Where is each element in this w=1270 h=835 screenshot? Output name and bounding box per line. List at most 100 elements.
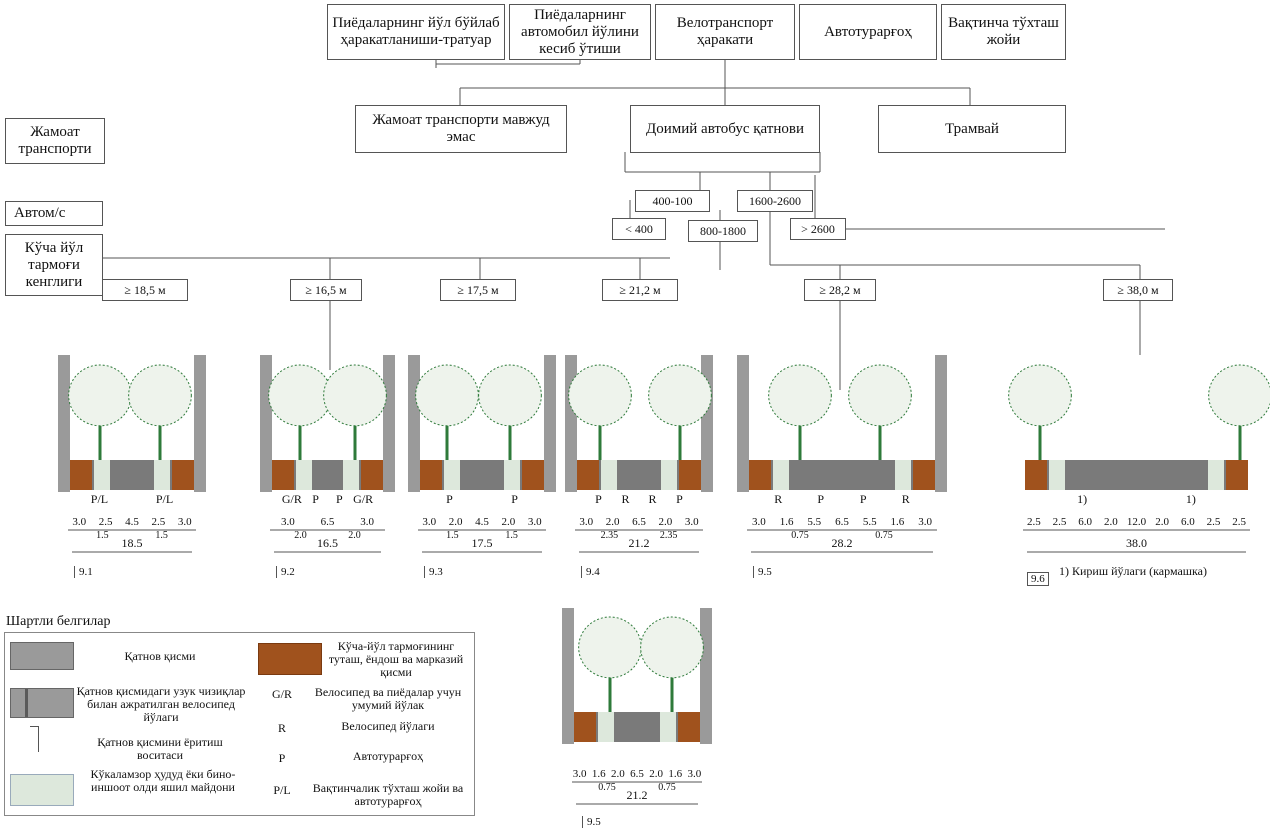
- section-4-mark-3: R: [648, 492, 657, 506]
- section-5-dim-4: 6.5: [835, 516, 849, 528]
- width-38-0: ≥ 38,0 м: [1103, 279, 1173, 301]
- legend-swatch-roadway: [10, 642, 74, 670]
- section-4-mark-4: P: [676, 492, 683, 506]
- section-3-dim-4: 2.0: [501, 516, 516, 528]
- section-7-tree-2-crown: [640, 616, 704, 679]
- section-5-tree-1-crown: [768, 364, 832, 427]
- section-5-dim-3: 5.5: [807, 516, 822, 528]
- section-1-green-left: [94, 460, 110, 490]
- section-6-dim-8: 2.5: [1206, 516, 1221, 528]
- section-1-mark-2: P/L: [155, 492, 174, 506]
- section-3-dim-2: 2.0: [448, 516, 463, 528]
- section-6-tree-2-crown: [1208, 364, 1270, 427]
- traffic-400-100-label: 400-100: [652, 193, 693, 208]
- width-18-5: ≥ 18,5 м: [102, 279, 188, 301]
- section-4-edge-left: [577, 460, 599, 490]
- width-21-2-label: ≥ 21,2 м: [619, 282, 661, 297]
- section-3-sub-2: 1.5: [505, 530, 518, 541]
- section-4-tree-2-crown: [648, 364, 712, 427]
- section-3-mark-1: P: [446, 492, 453, 506]
- section-7-building-left: [562, 608, 574, 744]
- section-6-id: 9.6: [1027, 572, 1049, 586]
- legend-box: [4, 632, 475, 816]
- section-4-mark-1: P: [595, 492, 602, 506]
- legend-swatch-brown: [258, 643, 322, 675]
- section-6-dim-2: 2.5: [1052, 516, 1067, 528]
- label-public-transport: Жамоат транспорти: [5, 118, 105, 164]
- section-7-dim-6: 1.6: [668, 768, 683, 780]
- legend-item-lighting: Қатнов қисмини ёритиш воситаси: [97, 735, 223, 762]
- section-7-dim-5: 2.0: [649, 768, 664, 780]
- width-18-5-label: ≥ 18,5 м: [124, 282, 166, 297]
- section-1-dim-4: 2.5: [151, 516, 166, 528]
- legend-code-text-1: Велосипед ва пиёдалар учун умумий йўлак: [314, 685, 462, 712]
- section-4-dim-3: 6.5: [632, 516, 646, 528]
- box-tram-label: Трамвай: [945, 120, 999, 137]
- traffic-800-1800: 800-1800: [688, 220, 758, 242]
- legend-code-1: G/R: [271, 687, 292, 701]
- legend-item-brown: Кўча-йўл тармоғининг туташ, ёндош ва мар…: [328, 639, 464, 679]
- box-temp-stop-label: Вақтинча тўхташ жойи: [948, 15, 1059, 48]
- section-3-dim-1: 3.0: [422, 516, 437, 528]
- section-4-green-left: [601, 460, 617, 490]
- section-7-sub-1: 0.75: [598, 782, 616, 793]
- section-5-green-right: [895, 460, 911, 490]
- section-7-green-right: [660, 712, 676, 742]
- section-6-note: 1) Кириш йўлаги (кармашка): [1059, 564, 1208, 578]
- section-1-sub-1: 1.5: [96, 530, 109, 541]
- legend-title: Шартли белгилар: [6, 614, 111, 629]
- section-1-mark-1: P/L: [90, 492, 109, 506]
- section-3-total: 17.5: [471, 536, 493, 550]
- section-3-dim-3: 4.5: [475, 516, 489, 528]
- section-6-green-left: [1049, 460, 1065, 490]
- section-4-dim-4: 2.0: [658, 516, 673, 528]
- legend-code-text-2: Велосипед йўлаги: [341, 719, 435, 733]
- section-2-green-left: [296, 460, 312, 490]
- section-2-mark-4: G/R: [353, 492, 374, 506]
- section-3-mark-2: P: [511, 492, 518, 506]
- box-sidewalk: Пиёдаларнинг йўл бўйлаб ҳаракатланиши-тр…: [327, 4, 505, 60]
- legend-code-text-3: Автотурарғоҳ: [352, 749, 424, 763]
- legend-item-bike-lane: Қатнов қисмидаги узук чизиқлар билан ажр…: [76, 684, 246, 724]
- box-tram: Трамвай: [878, 105, 1066, 153]
- section-2-tree-2-crown: [323, 364, 387, 427]
- section-1-dim-2: 2.5: [98, 516, 113, 528]
- section-1-dim-3: 4.5: [125, 516, 139, 528]
- section-6-dim-3: 6.0: [1078, 516, 1093, 528]
- section-2-tree-1-crown: [268, 364, 332, 427]
- section-3-tree-1-crown: [415, 364, 479, 427]
- section-5-dim-2: 1.6: [779, 516, 794, 528]
- width-17-5-label: ≥ 17,5 м: [457, 282, 499, 297]
- section-6-green-right: [1208, 460, 1224, 490]
- section-6-dim-6: 2.0: [1155, 516, 1170, 528]
- section-2-mark-3: P: [336, 492, 343, 506]
- section-4-sub-1: 2.35: [600, 530, 619, 541]
- section-2-dim-2: 6.5: [320, 516, 335, 528]
- width-38-0-label: ≥ 38,0 м: [1117, 282, 1159, 297]
- section-2-edge-right: [361, 460, 383, 490]
- section-5-total: 28.2: [831, 536, 853, 550]
- section-3-green-right: [504, 460, 520, 490]
- traffic-gt-2600-label: > 2600: [801, 221, 835, 236]
- section-1-edge-left: [70, 460, 92, 490]
- section-2-green-right: [343, 460, 359, 490]
- width-16-5: ≥ 16,5 м: [290, 279, 362, 301]
- section-5-sub-1: 0.75: [791, 530, 809, 541]
- legend-swatch-bike-lane: [10, 688, 74, 718]
- section-1-dim-5: 3.0: [177, 516, 192, 528]
- section-1-id: 9.1: [74, 566, 93, 578]
- section-1-tree-2-crown: [128, 364, 192, 427]
- section-7-edge-left: [574, 712, 596, 742]
- legend-code-3: P: [278, 751, 286, 765]
- lamp-icon: [38, 726, 39, 752]
- lamp-arm-icon: [30, 726, 38, 727]
- section-5-building-right: [935, 355, 947, 492]
- section-1-dim-1: 3.0: [72, 516, 87, 528]
- section-7-dim-3: 2.0: [610, 768, 625, 780]
- section-5-mark-1: R: [774, 492, 783, 506]
- box-pedestrian-crossing-label: Пиёдаларнинг автомобил йўлини кесиб ўтиш…: [521, 6, 639, 57]
- section-5-mark-2: P: [817, 492, 825, 506]
- section-7-building-right: [700, 608, 712, 744]
